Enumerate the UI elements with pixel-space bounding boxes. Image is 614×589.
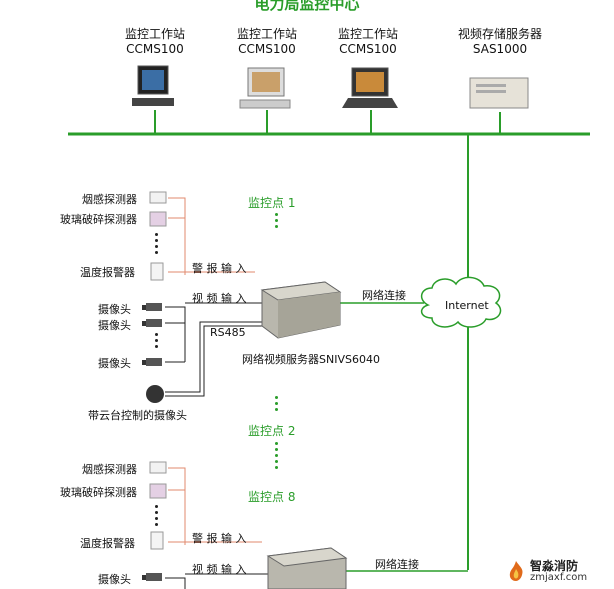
alarm-bracket-1 (168, 197, 255, 275)
network-link-label-2: 网络连接 (375, 558, 419, 571)
glass-break-label-2: 玻璃破碎探测器 (60, 486, 137, 499)
temperature-alarm-label: 温度报警器 (80, 266, 135, 279)
video-server-icon-1 (260, 281, 342, 339)
alarm-input-label-2: 警 报 输 入 (192, 532, 247, 545)
point-8-label: 监控点 8 (248, 490, 296, 504)
more-sensors-dots-2 (155, 505, 159, 529)
diagram-title: 电力局监控中心 (254, 0, 360, 13)
alarm-bracket-2 (168, 467, 262, 545)
camera-label-3: 摄像头 (98, 357, 131, 370)
video-input-label: 视 频 输 入 (192, 292, 247, 305)
camera-icon-2 (142, 319, 162, 327)
workstation-icon-2 (239, 67, 291, 109)
point-dots-3 (275, 442, 279, 472)
smoke-detector-label-2: 烟感探测器 (82, 463, 137, 476)
glass-break-icon (149, 211, 167, 227)
point-2-label: 监控点 2 (248, 424, 296, 438)
workstation-icon-1 (132, 65, 174, 106)
rs485-label: RS485 (210, 326, 246, 339)
temperature-alarm-icon (150, 262, 164, 281)
watermark-logo: 智淼消防 zmjaxf.com (502, 555, 612, 589)
smoke-detector-icon-2 (149, 461, 167, 474)
point-1-label: 监控点 1 (248, 196, 296, 210)
network-link-label-1: 网络连接 (362, 289, 406, 302)
camera-label-1: 摄像头 (98, 303, 131, 316)
smoke-detector-label: 烟感探测器 (82, 193, 137, 206)
ptz-camera-label: 带云台控制的摄像头 (88, 409, 187, 422)
video-server-icon-2 (266, 547, 348, 589)
more-sensors-dots (155, 233, 159, 257)
watermark-url: zmjaxf.com (530, 572, 588, 583)
watermark-name: 智淼消防 (530, 559, 579, 573)
point-dots-2 (275, 396, 279, 414)
ptz-camera-icon (146, 385, 164, 403)
rs485-line (165, 321, 262, 397)
video-server-label: 网络视频服务器SNIVS6040 (242, 353, 380, 366)
temperature-alarm-icon-2 (150, 531, 164, 550)
point-dots-1 (275, 213, 279, 231)
temperature-alarm-label-2: 温度报警器 (80, 537, 135, 550)
video-bracket-1 (165, 302, 262, 363)
internet-label: Internet (445, 299, 489, 312)
camera-label-4: 摄像头 (98, 573, 131, 586)
smoke-detector-icon (149, 191, 167, 204)
camera-label-2: 摄像头 (98, 319, 131, 332)
glass-break-label: 玻璃破碎探测器 (60, 213, 137, 226)
camera-icon-3 (142, 358, 162, 366)
camera-icon-1 (142, 303, 162, 311)
more-cameras-dots (155, 333, 159, 351)
flame-icon (509, 561, 523, 581)
workstation-icon-3 (342, 67, 398, 108)
video-bracket-2 (165, 573, 268, 589)
internet-cloud (420, 276, 502, 328)
alarm-input-label: 警 报 输 入 (192, 262, 247, 275)
camera-icon-4 (142, 573, 162, 581)
storage-server-icon (469, 77, 529, 109)
glass-break-icon-2 (149, 483, 167, 499)
video-input-label-2: 视 频 输 入 (192, 563, 247, 576)
